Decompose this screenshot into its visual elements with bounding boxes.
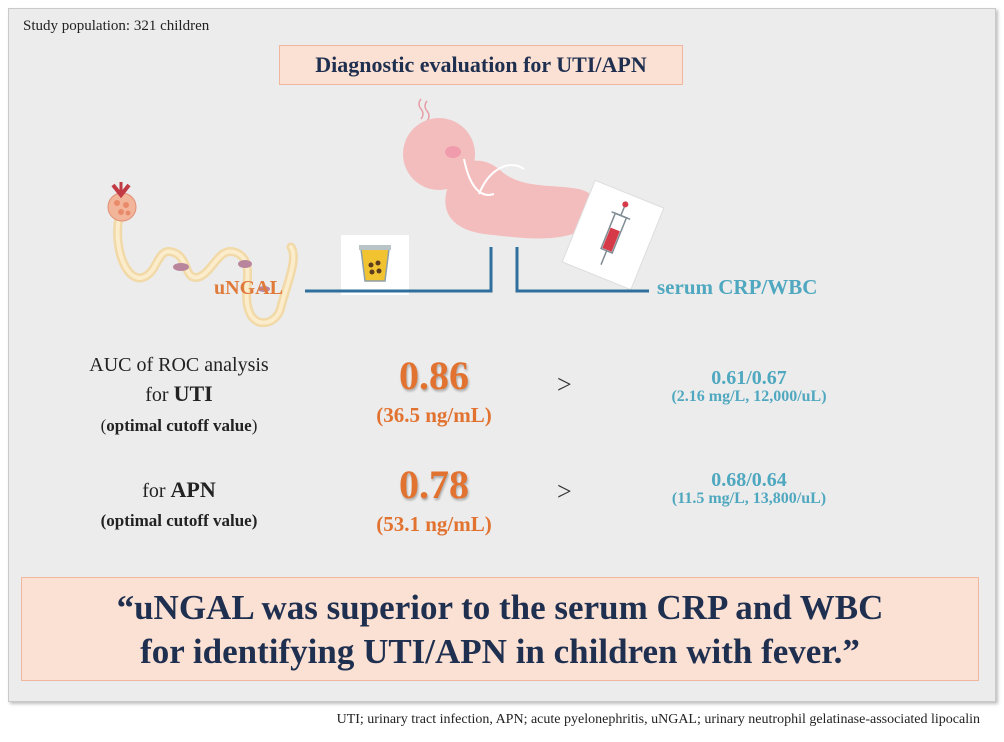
conclusion-box: “uNGAL was superior to the serum CRP and… <box>21 577 979 681</box>
uti-comparator: > <box>557 370 572 399</box>
connector-lines <box>305 247 649 293</box>
figure-panel: Study population: 321 children Diagnosti… <box>8 8 996 702</box>
apn-label-prefix: for <box>142 480 166 502</box>
uti-label-line1: AUC of ROC analysis <box>89 354 269 376</box>
apn-ungal-auc: 0.78 <box>399 462 469 507</box>
uti-label-strong: UTI <box>173 381 213 406</box>
apn-cutoff-label: (optimal cutoff value) <box>100 511 258 530</box>
apn-ungal-cutoff: (53.1 ng/mL) <box>376 512 492 536</box>
diagram-title: Diagnostic evaluation for UTI/APN <box>279 45 683 85</box>
uti-serum-auc: 0.61/0.67 <box>711 367 787 389</box>
footnote: UTI; urinary tract infection, APN; acute… <box>336 712 980 727</box>
serum-label: serum CRP/WBC <box>657 275 818 299</box>
apn-label-strong: APN <box>170 477 216 502</box>
uti-cutoff-label-text: optimal cutoff value <box>106 416 252 435</box>
uti-label-prefix: for <box>145 384 169 406</box>
study-population-text: Study population: 321 children <box>23 18 210 34</box>
uti-ungal-cutoff: (36.5 ng/mL) <box>376 403 492 427</box>
apn-serum-auc: 0.68/0.64 <box>711 469 787 491</box>
conclusion-line2: for identifying UTI/APN in children with… <box>140 632 860 671</box>
ungal-label: uNGAL <box>214 277 283 299</box>
uti-cutoff-label: (optimal cutoff value) <box>100 416 258 435</box>
uti-label-line2: for UTI <box>49 381 309 407</box>
kidney-icon <box>107 182 298 327</box>
baby-icon <box>403 98 602 239</box>
apn-label: for APN <box>49 477 309 503</box>
illustration-layer <box>107 98 665 327</box>
apn-serum-cutoff: (11.5 mg/L, 13,800/uL) <box>671 490 827 507</box>
urine-cup-icon <box>341 235 409 295</box>
uti-ungal-auc: 0.86 <box>399 353 469 398</box>
apn-comparator: > <box>557 477 572 506</box>
uti-serum-cutoff: (2.16 mg/L, 12,000/uL) <box>671 388 827 405</box>
syringe-icon <box>561 179 665 291</box>
conclusion-line1: “uNGAL was superior to the serum CRP and… <box>116 588 884 627</box>
